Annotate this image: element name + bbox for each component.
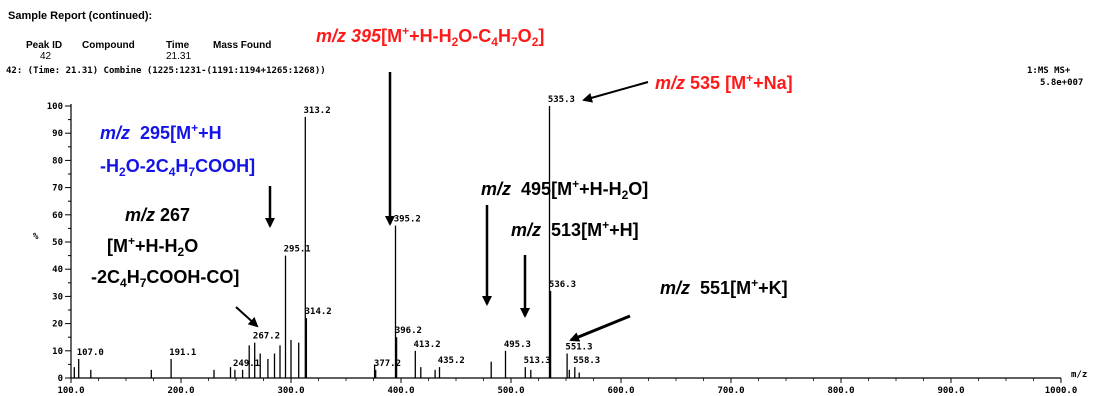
y-tick-label: 20	[52, 320, 63, 330]
peak-label: 435.2	[438, 356, 465, 366]
time-value: 21.31	[166, 51, 192, 62]
annotation-arrows	[235, 72, 649, 342]
col-mass-found: Mass Found	[213, 40, 272, 51]
x-tick-label: 1000.0	[1045, 386, 1078, 396]
y-tick-label: 0	[58, 374, 63, 384]
peak-label: 535.3	[548, 95, 575, 105]
peak-label: 191.1	[169, 348, 196, 358]
label-m295-line2: -H2O-2C4H7COOH]	[100, 156, 256, 179]
peak-label: 413.2	[414, 340, 441, 350]
y-tick-label: 50	[52, 238, 63, 248]
x-tick-label: 900.0	[937, 386, 964, 396]
peak-label: 396.2	[395, 326, 422, 336]
label-m513: m/z 513[M++H]	[511, 218, 639, 240]
x-tick-label: 300.0	[277, 386, 304, 396]
col-compound: Compound	[82, 40, 135, 51]
intensity-value: 5.8e+007	[1040, 78, 1084, 88]
y-tick-label: 10	[52, 347, 63, 357]
label-m551: m/z 551[M++K]	[660, 276, 788, 298]
x-tick-label: 600.0	[607, 386, 634, 396]
report-title: Sample Report (continued):	[8, 10, 153, 22]
peak-label: 551.3	[565, 343, 592, 353]
peak-label: 107.0	[77, 348, 104, 358]
y-tick-label: 40	[52, 265, 63, 275]
x-tick-label: 500.0	[497, 386, 524, 396]
label-m267-line3: -2C4H7COOH-CO]	[91, 267, 240, 290]
peak-label: 513.3	[524, 356, 551, 366]
y-tick-label: 100	[47, 102, 63, 112]
y-tick-label: 30	[52, 292, 63, 302]
y-tick-label: 80	[52, 156, 63, 166]
peak-label: 558.3	[573, 356, 600, 366]
x-tick-label: 800.0	[827, 386, 854, 396]
y-tick-label: 90	[52, 129, 63, 139]
arrow-551	[569, 314, 631, 342]
label-m395: m/z 395[M++H-H2O-C4H7O2]	[316, 24, 545, 49]
peak-label: 536.3	[549, 280, 576, 290]
x-tick-label: 100.0	[57, 386, 84, 396]
x-tick-label: 400.0	[387, 386, 414, 396]
y-tick-label: 60	[52, 211, 63, 221]
peak-label: 377.2	[374, 359, 401, 369]
x-tick-label: 200.0	[167, 386, 194, 396]
peak-label: 495.3	[504, 340, 531, 350]
peak-label: 249.1	[233, 359, 260, 369]
col-peak-id: Peak ID	[26, 40, 63, 51]
peak-label: 313.2	[304, 106, 331, 116]
label-m267-line2: [M++H-H2O	[107, 234, 199, 259]
x-axis-unit: m/z	[1071, 370, 1088, 380]
peak-id-value: 42	[40, 51, 52, 62]
y-axis-symbol: %	[33, 232, 39, 242]
peak-label: 267.2	[253, 332, 280, 342]
label-m267-line1: m/z 267	[125, 205, 191, 225]
y-tick-label: 70	[52, 184, 63, 194]
label-m535: m/z 535 [M++Na]	[655, 71, 793, 93]
peak-label: 314.2	[305, 307, 332, 317]
arrow-267	[235, 306, 259, 328]
peak-label: 295.1	[284, 245, 311, 255]
label-m495: m/z 495[M++H-H2O]	[481, 177, 649, 202]
arrow-535	[582, 81, 649, 103]
scan-line: 42: (Time: 21.31) Combine (1225:1231-(11…	[6, 66, 326, 76]
col-time: Time	[166, 40, 190, 51]
x-tick-label: 700.0	[717, 386, 744, 396]
label-m295-line1: m/z 295[M++H	[100, 121, 222, 143]
ms-mode: 1:MS MS+	[1027, 66, 1071, 76]
peak-label: 395.2	[394, 215, 421, 225]
